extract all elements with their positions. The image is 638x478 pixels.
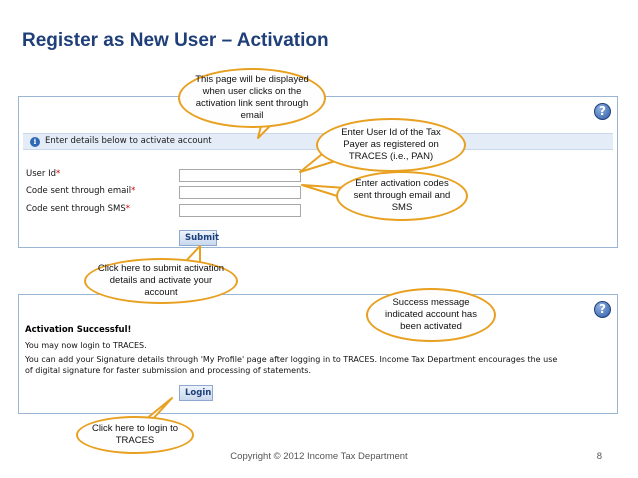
- user-id-label-text: User Id: [26, 169, 56, 179]
- help-icon[interactable]: ?: [594, 301, 611, 318]
- info-icon: i: [30, 137, 40, 147]
- success-line-1: You may now login to TRACES.: [25, 341, 147, 350]
- callout-success: Success message indicated account has be…: [366, 288, 496, 342]
- page-number: 8: [596, 451, 602, 462]
- slide-title: Register as New User – Activation: [22, 30, 329, 51]
- sms-code-input[interactable]: [179, 204, 301, 217]
- activation-panel: ? i Enter details below to activate acco…: [18, 96, 618, 248]
- success-line-2: You can add your Signature details throu…: [25, 355, 558, 364]
- footer-copyright: Copyright © 2012 Income Tax Department: [230, 451, 408, 462]
- email-code-input[interactable]: [179, 186, 301, 199]
- required-mark: *: [131, 186, 136, 196]
- required-mark: *: [125, 204, 131, 214]
- help-icon[interactable]: ?: [594, 103, 611, 120]
- callout-submit: Click here to submit activation details …: [84, 258, 238, 304]
- callout-login: Click here to login to TRACES: [76, 416, 194, 454]
- success-panel: ? Activation Successful! You may now log…: [18, 294, 618, 414]
- submit-button[interactable]: Submit: [179, 230, 219, 246]
- login-button[interactable]: Login: [179, 385, 213, 401]
- callout-activation-codes: Enter activation codes sent through emai…: [336, 171, 468, 221]
- sms-code-label: Code sent through SMS*: [26, 204, 130, 214]
- user-id-input[interactable]: [179, 169, 301, 182]
- required-mark: *: [55, 169, 61, 179]
- info-text: Enter details below to activate account: [45, 136, 212, 146]
- success-line-3: of digital signature for faster submissi…: [25, 366, 312, 375]
- email-code-label-text: Code sent through email: [26, 186, 132, 196]
- email-code-label: Code sent through email*: [26, 186, 135, 196]
- user-id-label: User Id*: [26, 169, 60, 179]
- success-heading: Activation Successful!: [25, 325, 132, 335]
- callout-user-id: Enter User Id of the Tax Payer as regist…: [316, 118, 466, 172]
- callout-activation-link: This page will be displayed when user cl…: [178, 68, 326, 128]
- sms-code-label-text: Code sent through SMS: [26, 204, 126, 214]
